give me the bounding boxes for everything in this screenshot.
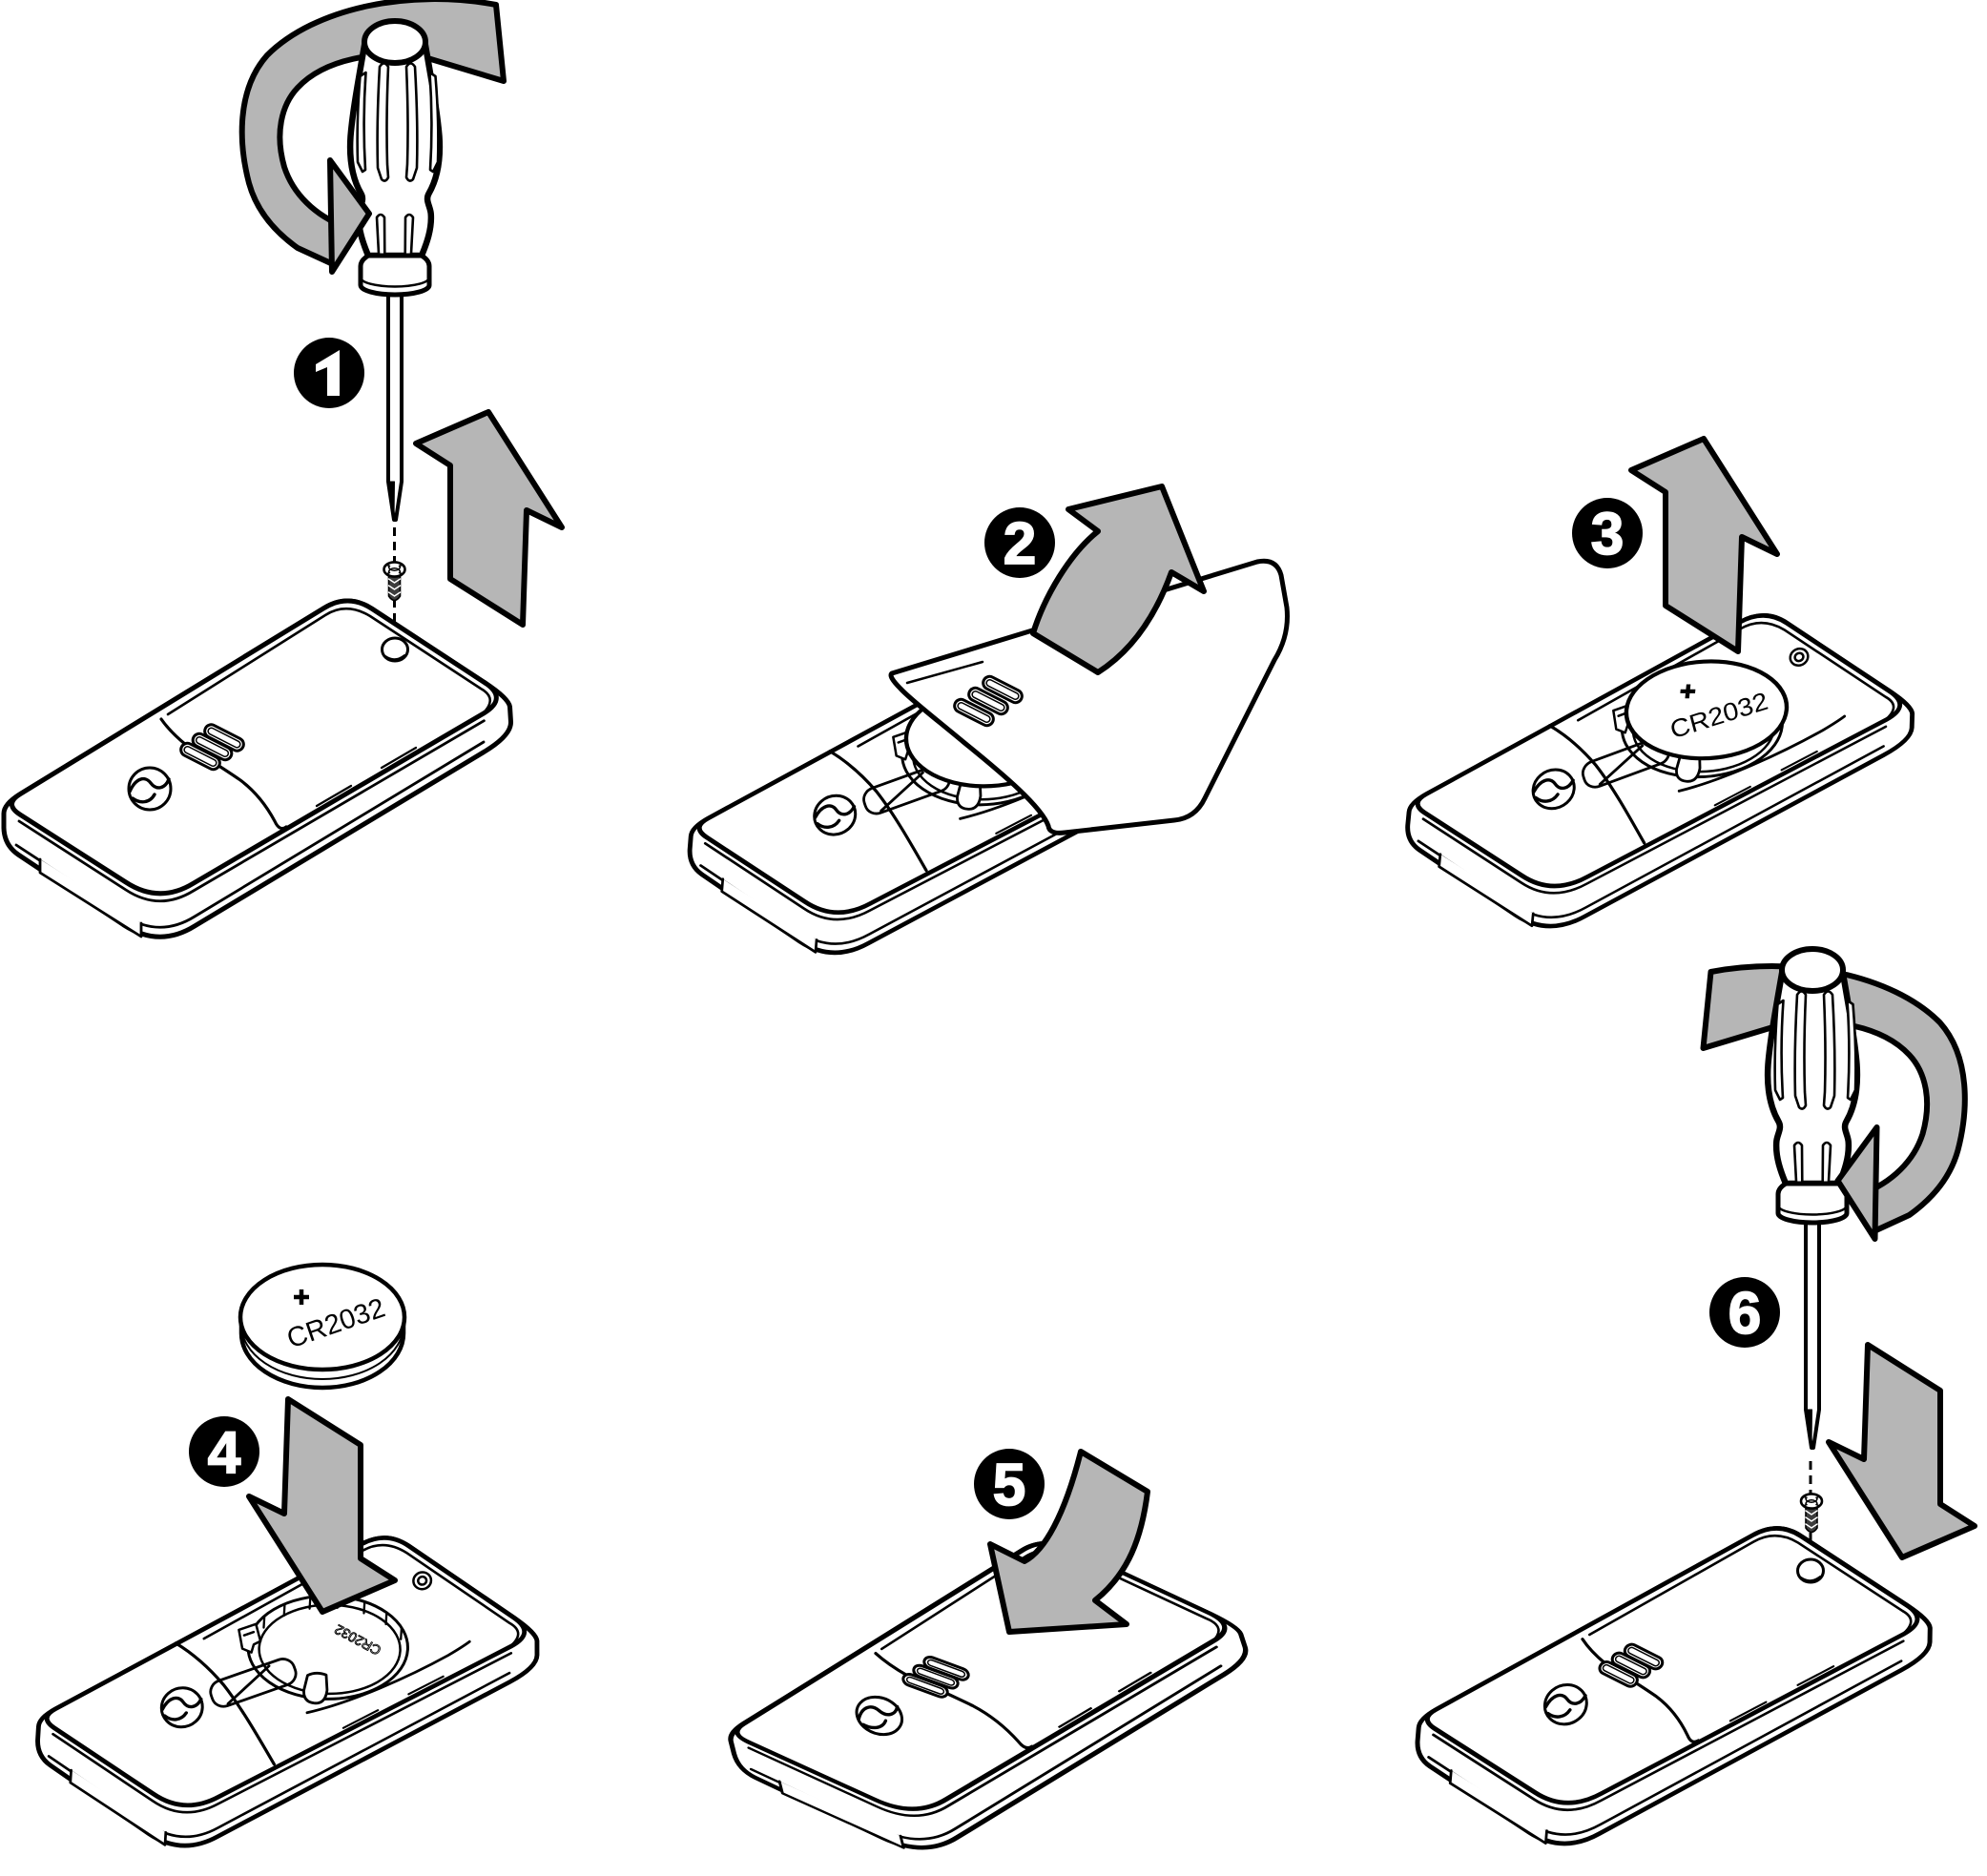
svg-text:6: 6 bbox=[1728, 1281, 1761, 1347]
svg-text:2: 2 bbox=[1004, 511, 1036, 577]
svg-text:5: 5 bbox=[993, 1453, 1025, 1518]
svg-text:4: 4 bbox=[208, 1420, 241, 1486]
svg-text:3: 3 bbox=[1591, 502, 1624, 567]
